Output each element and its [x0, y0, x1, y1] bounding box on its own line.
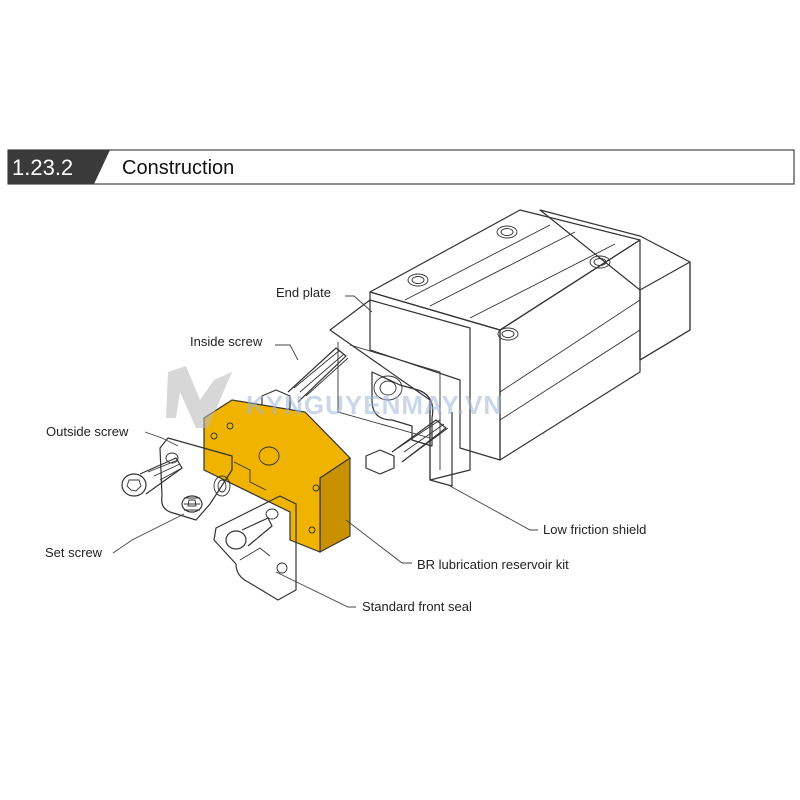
- outside-screw-part: [121, 457, 183, 497]
- header-number-tab: [8, 150, 110, 184]
- callout-outside-screw: Outside screw: [46, 424, 129, 439]
- br-lubrication-reservoir-kit-part: [203, 399, 351, 553]
- callout-labels: End plate Inside screw Outside screw Set…: [45, 285, 646, 614]
- header-frame: [7, 149, 795, 185]
- carriage-block: [329, 209, 691, 487]
- callout-standard-front-seal: Standard front seal: [362, 599, 472, 614]
- inside-screw-lower: [365, 419, 449, 475]
- watermark: KYNGUYENMAY.VN: [166, 366, 503, 428]
- seal-plate-rear: [159, 437, 233, 521]
- set-screw-part: [181, 495, 203, 513]
- callout-inside-screw: Inside screw: [190, 334, 263, 349]
- watermark-logo-icon: [166, 366, 232, 428]
- callout-end-plate: End plate: [276, 285, 331, 300]
- watermark-text: KYNGUYENMAY.VN: [246, 390, 503, 420]
- standard-front-seal-part: [213, 495, 297, 601]
- section-number: 1.23.2: [12, 155, 73, 180]
- section-header: 1.23.2 Construction: [7, 149, 795, 185]
- section-title: Construction: [122, 157, 234, 179]
- leader-lines: [112, 295, 538, 608]
- callout-set-screw: Set screw: [45, 545, 103, 560]
- callout-br-lubrication-reservoir-kit: BR lubrication reservoir kit: [417, 557, 569, 572]
- reservoir-kit-front-face: [203, 399, 351, 553]
- callout-low-friction-shield: Low friction shield: [543, 522, 646, 537]
